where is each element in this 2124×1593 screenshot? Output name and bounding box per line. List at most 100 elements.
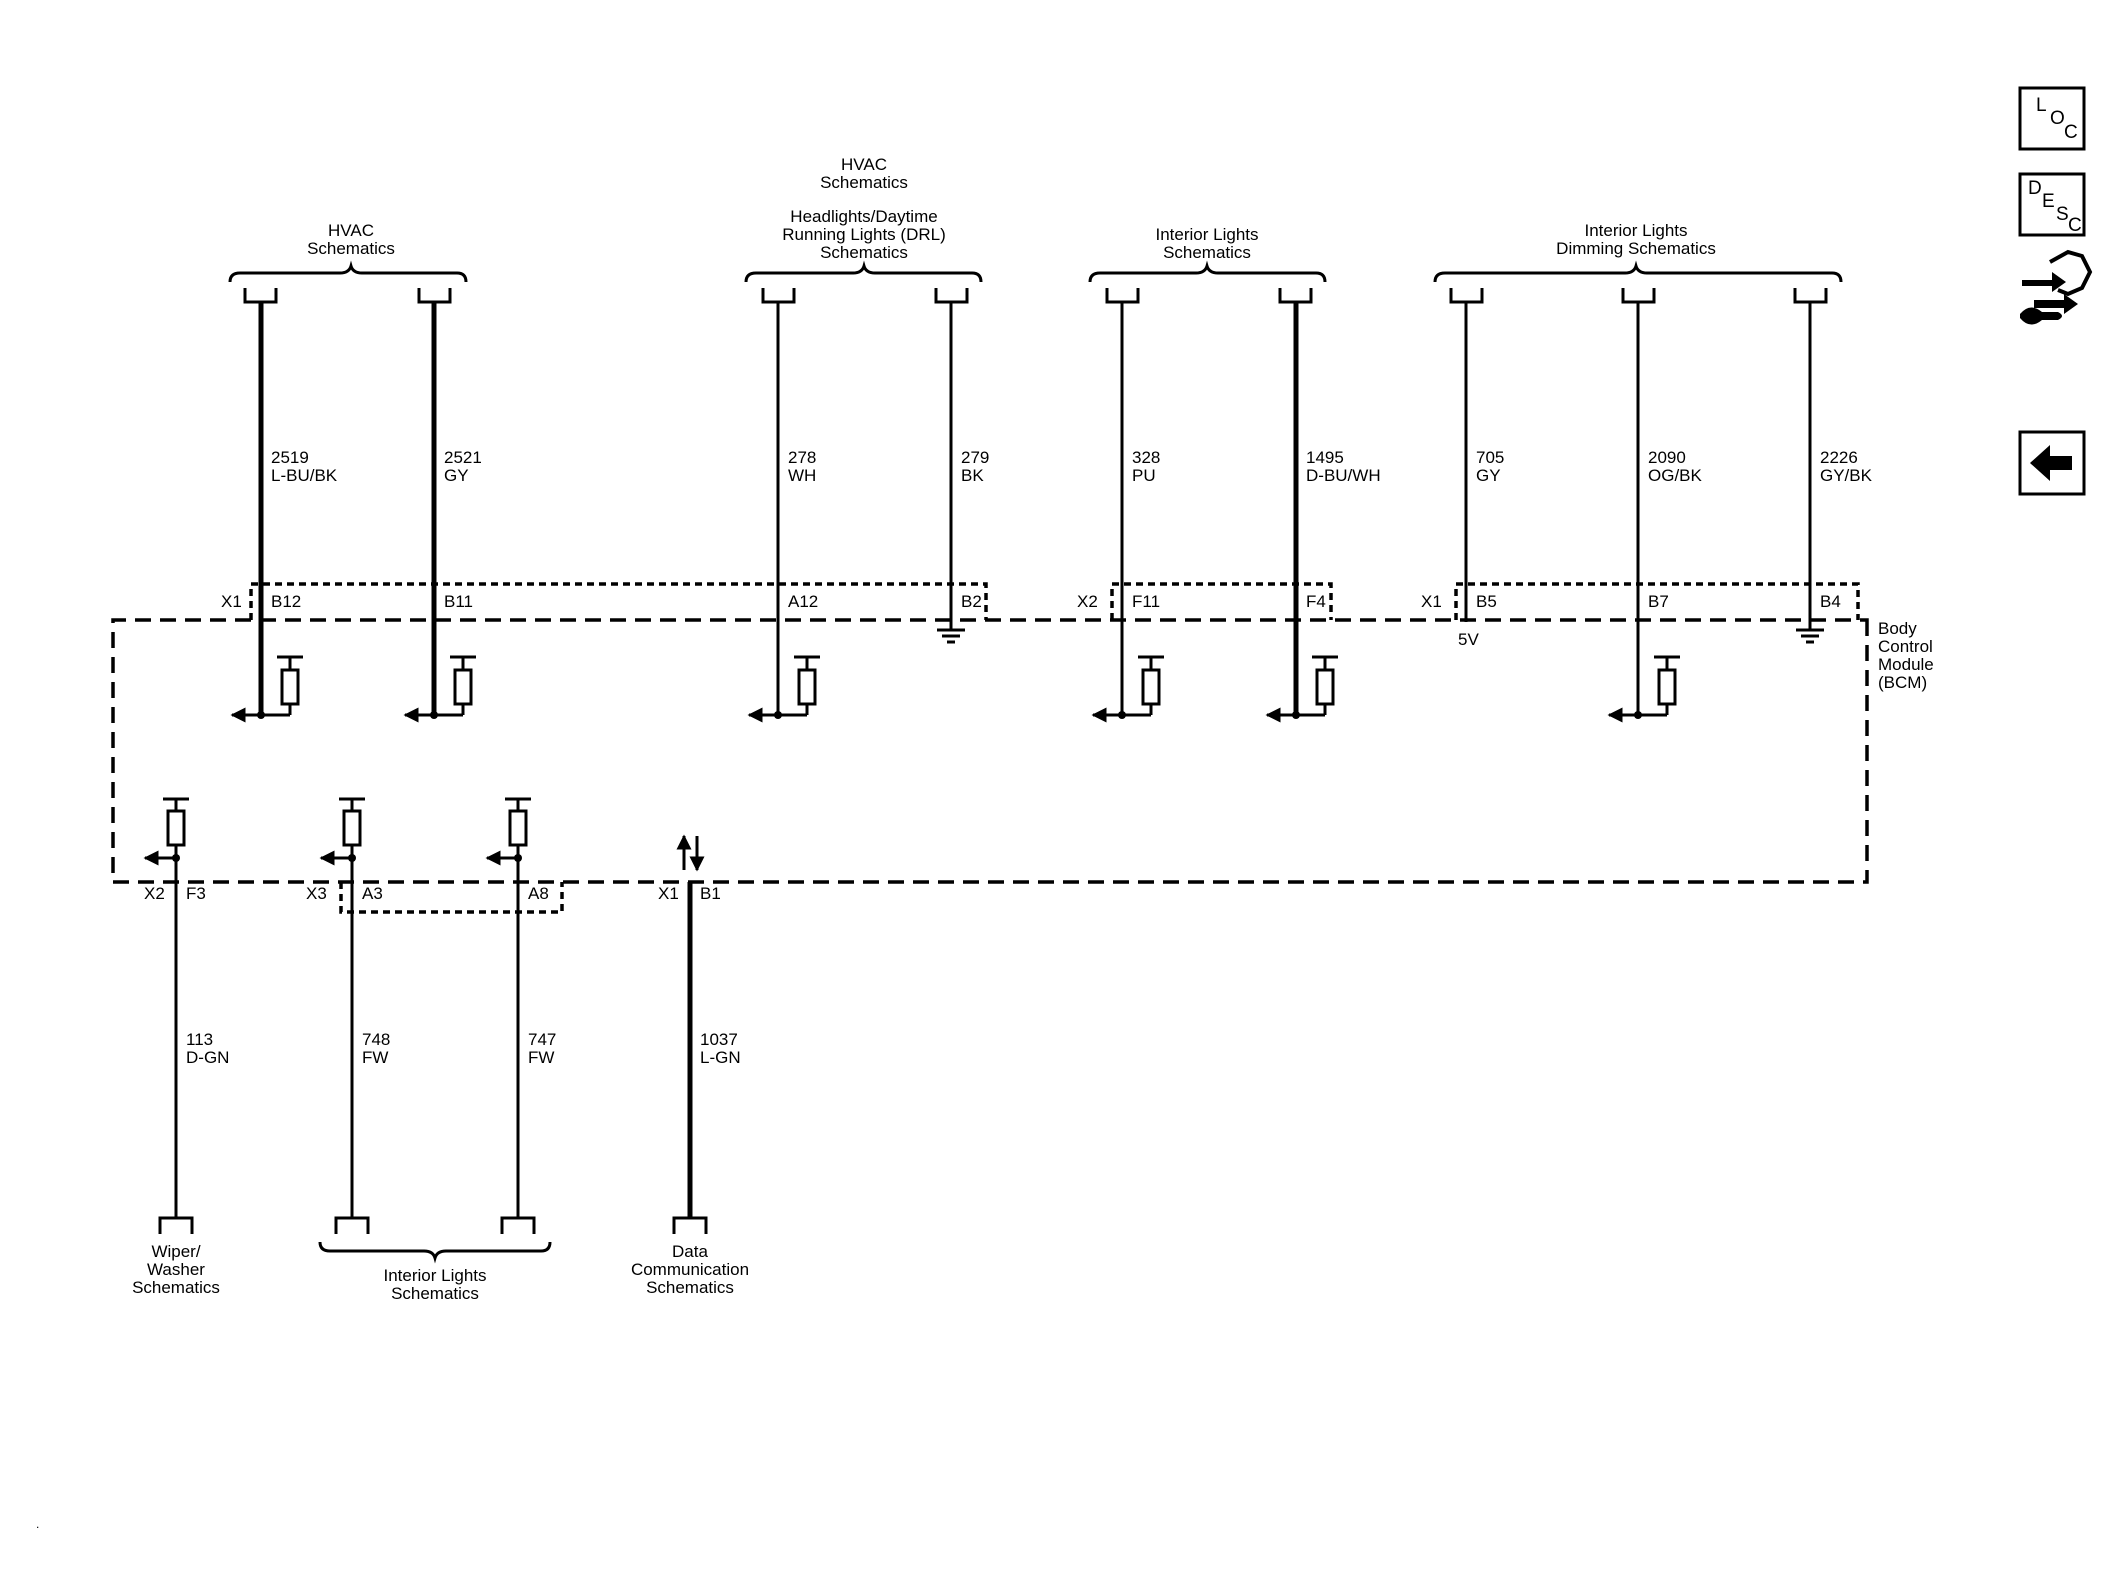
connector-label: X3 <box>306 884 327 903</box>
hvac-connector-2 <box>417 288 452 304</box>
bcm-label-line4: (BCM) <box>1878 673 1927 692</box>
bottom-connector-747 <box>500 1216 536 1234</box>
interior-bottom-brace <box>318 1241 552 1264</box>
circuit-color: GY <box>444 466 469 485</box>
circuit-number: 278 <box>788 448 816 467</box>
hvac-label-line1: HVAC <box>328 221 374 240</box>
circuit-color: WH <box>788 466 816 485</box>
hvac-drl-label-line1: HVAC <box>841 155 887 174</box>
circuit-number: 2090 <box>1648 448 1686 467</box>
pin-label: A8 <box>528 884 549 903</box>
circuit-number: 113 <box>186 1030 213 1049</box>
interior-connector-1 <box>1105 288 1140 304</box>
desc-letter: E <box>2042 191 2055 212</box>
connector-x3-bottom-box <box>339 882 564 914</box>
bcm-module-outline <box>111 618 1869 884</box>
input-circuit-b12 <box>230 655 303 723</box>
interior-label-line1: Interior Lights <box>1156 225 1259 244</box>
desc-button[interactable]: D E S C <box>2018 172 2086 237</box>
circuit-color: D-GN <box>186 1048 229 1067</box>
bcm-label-line1: Body <box>1878 619 1917 638</box>
connector-label: X2 <box>144 884 165 903</box>
input-circuit-f11 <box>1091 655 1164 723</box>
bottom-connector-wiper <box>158 1216 194 1234</box>
circuit-number: 1037 <box>700 1030 738 1049</box>
input-circuit-b7 <box>1607 655 1680 723</box>
interior-connector-2 <box>1278 288 1313 304</box>
interior-bottom-label-line1: Interior Lights <box>384 1266 487 1285</box>
hvac-connector-1 <box>243 288 278 304</box>
circuit-color: L-GN <box>700 1048 741 1067</box>
desc-letter: S <box>2056 204 2069 225</box>
circuit-number: 2521 <box>444 448 482 467</box>
circuit-color: BK <box>961 466 984 485</box>
interior-bottom-label-line2: Schematics <box>391 1284 479 1303</box>
hvac-drl-label-line5: Schematics <box>820 243 908 262</box>
top-group-interior: Interior Lights Schematics <box>1088 225 1327 304</box>
pin-label: F3 <box>186 884 206 903</box>
ground-symbol <box>937 628 965 644</box>
circuit-number: 748 <box>362 1030 390 1049</box>
circuit-number: 1495 <box>1306 448 1344 467</box>
top-group-dimming: Interior Lights Dimming Schematics <box>1433 221 1843 304</box>
loc-letter: O <box>2050 108 2065 129</box>
connector-wrench-icon[interactable] <box>2020 249 2093 325</box>
wiper-label-line1: Wiper/ <box>151 1242 200 1261</box>
input-circuit-a8 <box>485 797 531 882</box>
connector-label: X1 <box>221 592 242 611</box>
corner-mark: . <box>36 1517 39 1531</box>
circuit-number: 2519 <box>271 448 309 467</box>
connector-label: X2 <box>1077 592 1098 611</box>
wiper-label-line2: Washer <box>147 1260 205 1279</box>
circuit-number: 705 <box>1476 448 1504 467</box>
bcm-label-line3: Module <box>1878 655 1934 674</box>
ground-symbol <box>1796 628 1824 644</box>
hvac-drl-connector-2 <box>934 288 969 304</box>
top-group-hvac-drl: HVAC Schematics Headlights/Daytime Runni… <box>744 155 983 304</box>
circuit-number: 328 <box>1132 448 1160 467</box>
input-circuit-a12 <box>747 655 820 723</box>
top-group-hvac: HVAC Schematics <box>228 221 468 304</box>
hvac-brace <box>228 260 468 283</box>
pin-label: F11 <box>1132 592 1160 611</box>
desc-letter: C <box>2068 215 2082 236</box>
pin-label: A12 <box>788 592 818 611</box>
hvac-drl-brace <box>744 260 983 283</box>
input-circuit-f3 <box>143 797 189 882</box>
circuit-color: OG/BK <box>1648 466 1703 485</box>
hvac-label-line2: Schematics <box>307 239 395 258</box>
circuit-number: 747 <box>528 1030 556 1049</box>
dimming-connector-3 <box>1793 288 1828 304</box>
loc-button[interactable]: L O C <box>2018 86 2086 151</box>
hvac-drl-label-line2: Schematics <box>820 173 908 192</box>
hvac-drl-label-line4: Running Lights (DRL) <box>782 225 945 244</box>
data-comm-label-line2: Communication <box>631 1260 749 1279</box>
bottom-connector-748 <box>334 1216 370 1234</box>
circuit-color: D-BU/WH <box>1306 466 1381 485</box>
input-circuit-f4 <box>1265 655 1338 723</box>
connector-label: X1 <box>1421 592 1442 611</box>
dimming-connector-2 <box>1621 288 1656 304</box>
wiper-label-line3: Schematics <box>132 1278 220 1297</box>
pin-label: B2 <box>961 592 982 611</box>
voltage-label: 5V <box>1458 630 1479 649</box>
connector-label: X1 <box>658 884 679 903</box>
interior-brace <box>1088 260 1327 283</box>
dimming-connector-1 <box>1449 288 1484 304</box>
circuit-number: 2226 <box>1820 448 1858 467</box>
loc-letter: C <box>2064 122 2078 143</box>
pin-label: B11 <box>444 592 473 611</box>
pin-label: A3 <box>362 884 383 903</box>
data-comm-label-line3: Schematics <box>646 1278 734 1297</box>
bcm-label-line2: Control <box>1878 637 1933 656</box>
circuit-color: PU <box>1132 466 1156 485</box>
back-arrow-icon <box>2030 445 2072 481</box>
interior-label-line2: Schematics <box>1163 243 1251 262</box>
pin-label: F4 <box>1306 592 1326 611</box>
back-arrow-button[interactable] <box>2018 430 2086 496</box>
circuit-color: FW <box>362 1048 388 1067</box>
dimming-label-line1: Interior Lights <box>1585 221 1688 240</box>
circuit-color: L-BU/BK <box>271 466 338 485</box>
dimming-label-line2: Dimming Schematics <box>1556 239 1716 258</box>
